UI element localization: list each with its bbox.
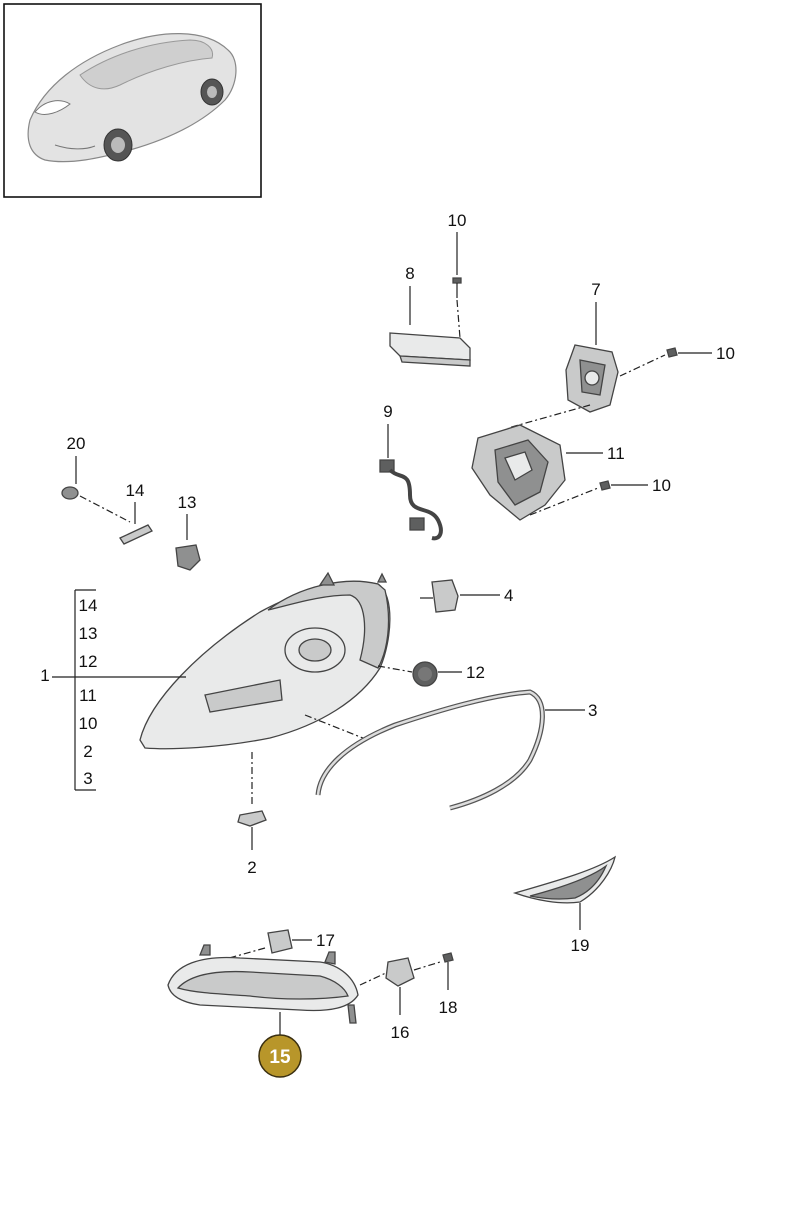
callout-18: 18 bbox=[439, 998, 458, 1017]
group-item-10: 10 bbox=[79, 714, 98, 733]
part-17-grommet[interactable]: 17 bbox=[214, 929, 335, 963]
callout-8: 8 bbox=[405, 264, 414, 283]
part-13-cap[interactable]: 13 bbox=[175, 493, 201, 571]
callout-3: 3 bbox=[588, 701, 597, 720]
callout-10-top: 10 bbox=[448, 211, 467, 230]
callout-17: 17 bbox=[316, 931, 335, 950]
part-4-bulb-socket[interactable]: 4 bbox=[420, 579, 513, 613]
part-11-housing[interactable]: 11 bbox=[471, 424, 625, 521]
group-item-12: 12 bbox=[79, 652, 98, 671]
part-10-screw-right-2[interactable]: 10 bbox=[529, 476, 671, 516]
highlight-badge-15[interactable]: 15 bbox=[258, 1034, 302, 1078]
group-item-2: 2 bbox=[83, 742, 92, 761]
part-2-mounting-clip[interactable]: 2 bbox=[237, 752, 267, 877]
car-icon bbox=[27, 33, 237, 163]
callout-10-right-1: 10 bbox=[716, 344, 735, 363]
callout-1: 1 bbox=[40, 666, 49, 685]
callout-11: 11 bbox=[607, 444, 625, 463]
callout-14: 14 bbox=[126, 481, 145, 500]
highlight-label: 15 bbox=[269, 1047, 291, 1068]
part-10-screw-top[interactable]: 10 bbox=[448, 211, 467, 339]
assembly-group-list: 14 13 12 11 10 2 3 bbox=[74, 589, 98, 791]
thumbnail-frame[interactable] bbox=[3, 3, 262, 198]
part-16-bulb-holder[interactable]: 16 bbox=[359, 957, 415, 1042]
callout-20: 20 bbox=[67, 434, 86, 453]
callout-19: 19 bbox=[571, 936, 590, 955]
part-8-control-module[interactable]: 8 bbox=[389, 264, 471, 367]
part-1-headlight-assembly[interactable]: 1 bbox=[40, 571, 391, 750]
callout-13: 13 bbox=[178, 493, 197, 512]
part-10-screw-right-1[interactable]: 10 bbox=[619, 344, 735, 377]
group-item-11: 11 bbox=[79, 686, 97, 705]
part-7-bracket[interactable]: 7 bbox=[565, 280, 619, 413]
part-20-clip[interactable]: 20 bbox=[61, 434, 131, 523]
part-12-cover-cap[interactable]: 12 bbox=[377, 661, 485, 687]
callout-12: 12 bbox=[466, 663, 485, 682]
part-3-seal-strip[interactable]: 3 bbox=[315, 689, 597, 811]
part-19-trim[interactable]: 19 bbox=[512, 855, 616, 955]
group-item-14: 14 bbox=[79, 596, 98, 615]
callout-10-right-2: 10 bbox=[652, 476, 671, 495]
group-item-13: 13 bbox=[79, 624, 98, 643]
part-9-wiring-harness[interactable]: 9 bbox=[379, 402, 443, 541]
callout-2: 2 bbox=[247, 858, 256, 877]
part-14-adjuster[interactable]: 14 bbox=[119, 481, 153, 545]
group-item-3: 3 bbox=[83, 769, 92, 788]
callout-4: 4 bbox=[504, 586, 513, 605]
part-18-screw[interactable]: 18 bbox=[413, 952, 458, 1017]
callout-16: 16 bbox=[391, 1023, 410, 1042]
callout-9: 9 bbox=[383, 402, 392, 421]
part-15-side-marker-light[interactable] bbox=[167, 944, 359, 1036]
callout-7: 7 bbox=[591, 280, 600, 299]
